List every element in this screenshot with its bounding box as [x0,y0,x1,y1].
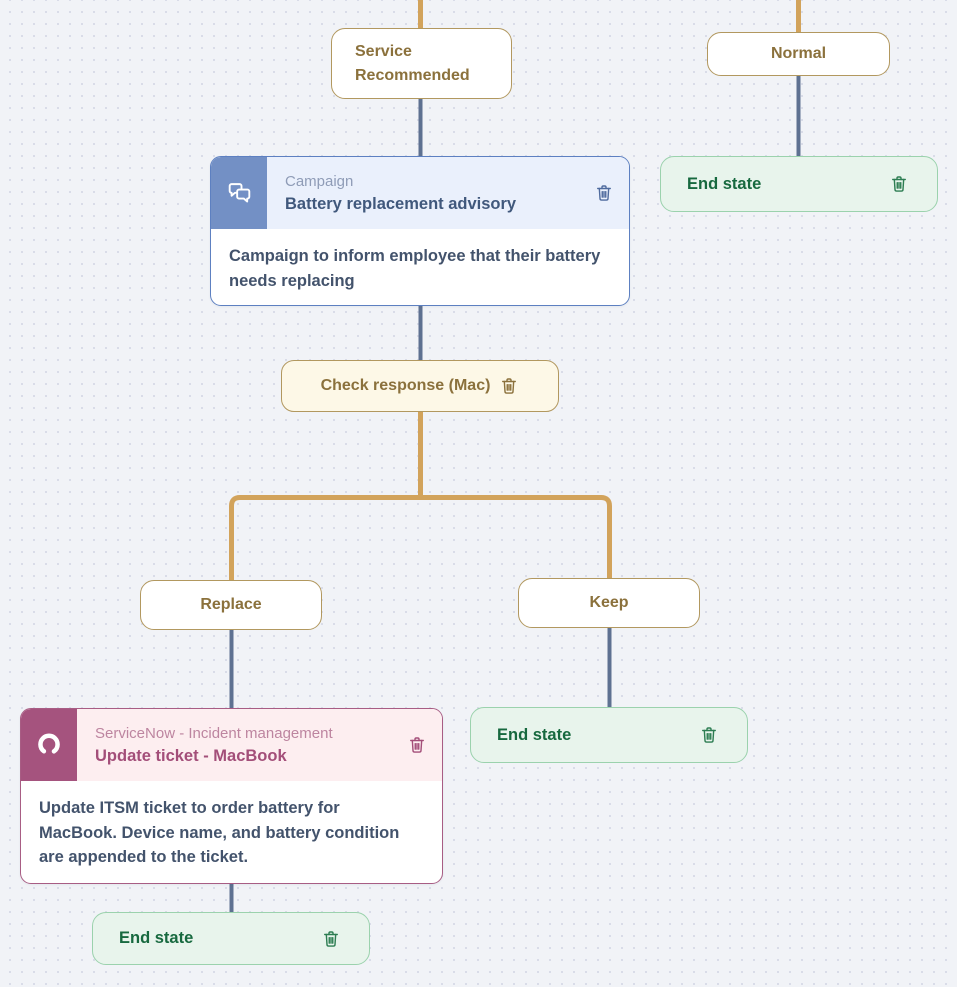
node-end-state-keep[interactable]: End state [470,707,748,763]
action-title: Battery replacement advisory [285,194,517,213]
node-end-state-right[interactable]: End state [660,156,938,212]
trash-icon [407,735,427,755]
node-label: Service Recommended [355,42,470,84]
node-label: Normal [770,45,827,62]
node-replace[interactable]: Replace [140,580,322,630]
node-normal[interactable]: Normal [707,32,890,76]
servicenow-header-text: ServiceNow - Incident management Update … [77,709,407,781]
trash-icon [499,376,519,396]
action-description: Campaign to inform employee that their b… [229,247,601,290]
campaign-card-header: Campaign Battery replacement advisory [211,157,629,229]
action-type-label: Campaign [285,172,354,190]
trash-icon [594,183,614,203]
delete-button[interactable] [889,174,909,194]
trash-icon [889,174,909,194]
trash-icon [699,725,719,745]
delete-button[interactable] [594,183,614,203]
end-state-label: End state [687,174,762,193]
node-label: Keep [589,594,629,611]
campaign-header-text: Campaign Battery replacement advisory [267,157,594,229]
node-campaign-action[interactable]: Campaign Battery replacement advisory Ca… [210,156,630,306]
servicenow-card-header: ServiceNow - Incident management Update … [21,709,442,781]
node-check-response-mac[interactable]: Check response (Mac) [281,360,559,412]
delete-button[interactable] [499,376,519,396]
node-label: Replace [200,596,262,613]
chat-bubbles-icon [211,157,267,229]
end-state-label: End state [119,929,194,947]
node-keep[interactable]: Keep [518,578,700,628]
delete-button[interactable] [407,735,427,755]
edge-branch-replace-keep [229,495,612,582]
servicenow-logo-icon [21,709,77,781]
action-description: Update ITSM ticket to order battery for … [39,799,400,866]
trash-icon [321,929,341,949]
delete-button[interactable] [321,929,341,949]
node-service-recommended[interactable]: Service Recommended [331,28,512,99]
node-end-state-bottom[interactable]: End state [92,912,370,965]
end-state-label: End state [497,725,572,744]
node-label: Check response (Mac) [320,377,491,394]
node-servicenow-action[interactable]: ServiceNow - Incident management Update … [20,708,443,884]
action-title: Update ticket - MacBook [95,746,287,765]
action-type-label: ServiceNow - Incident management [95,724,333,742]
delete-button[interactable] [699,725,719,745]
